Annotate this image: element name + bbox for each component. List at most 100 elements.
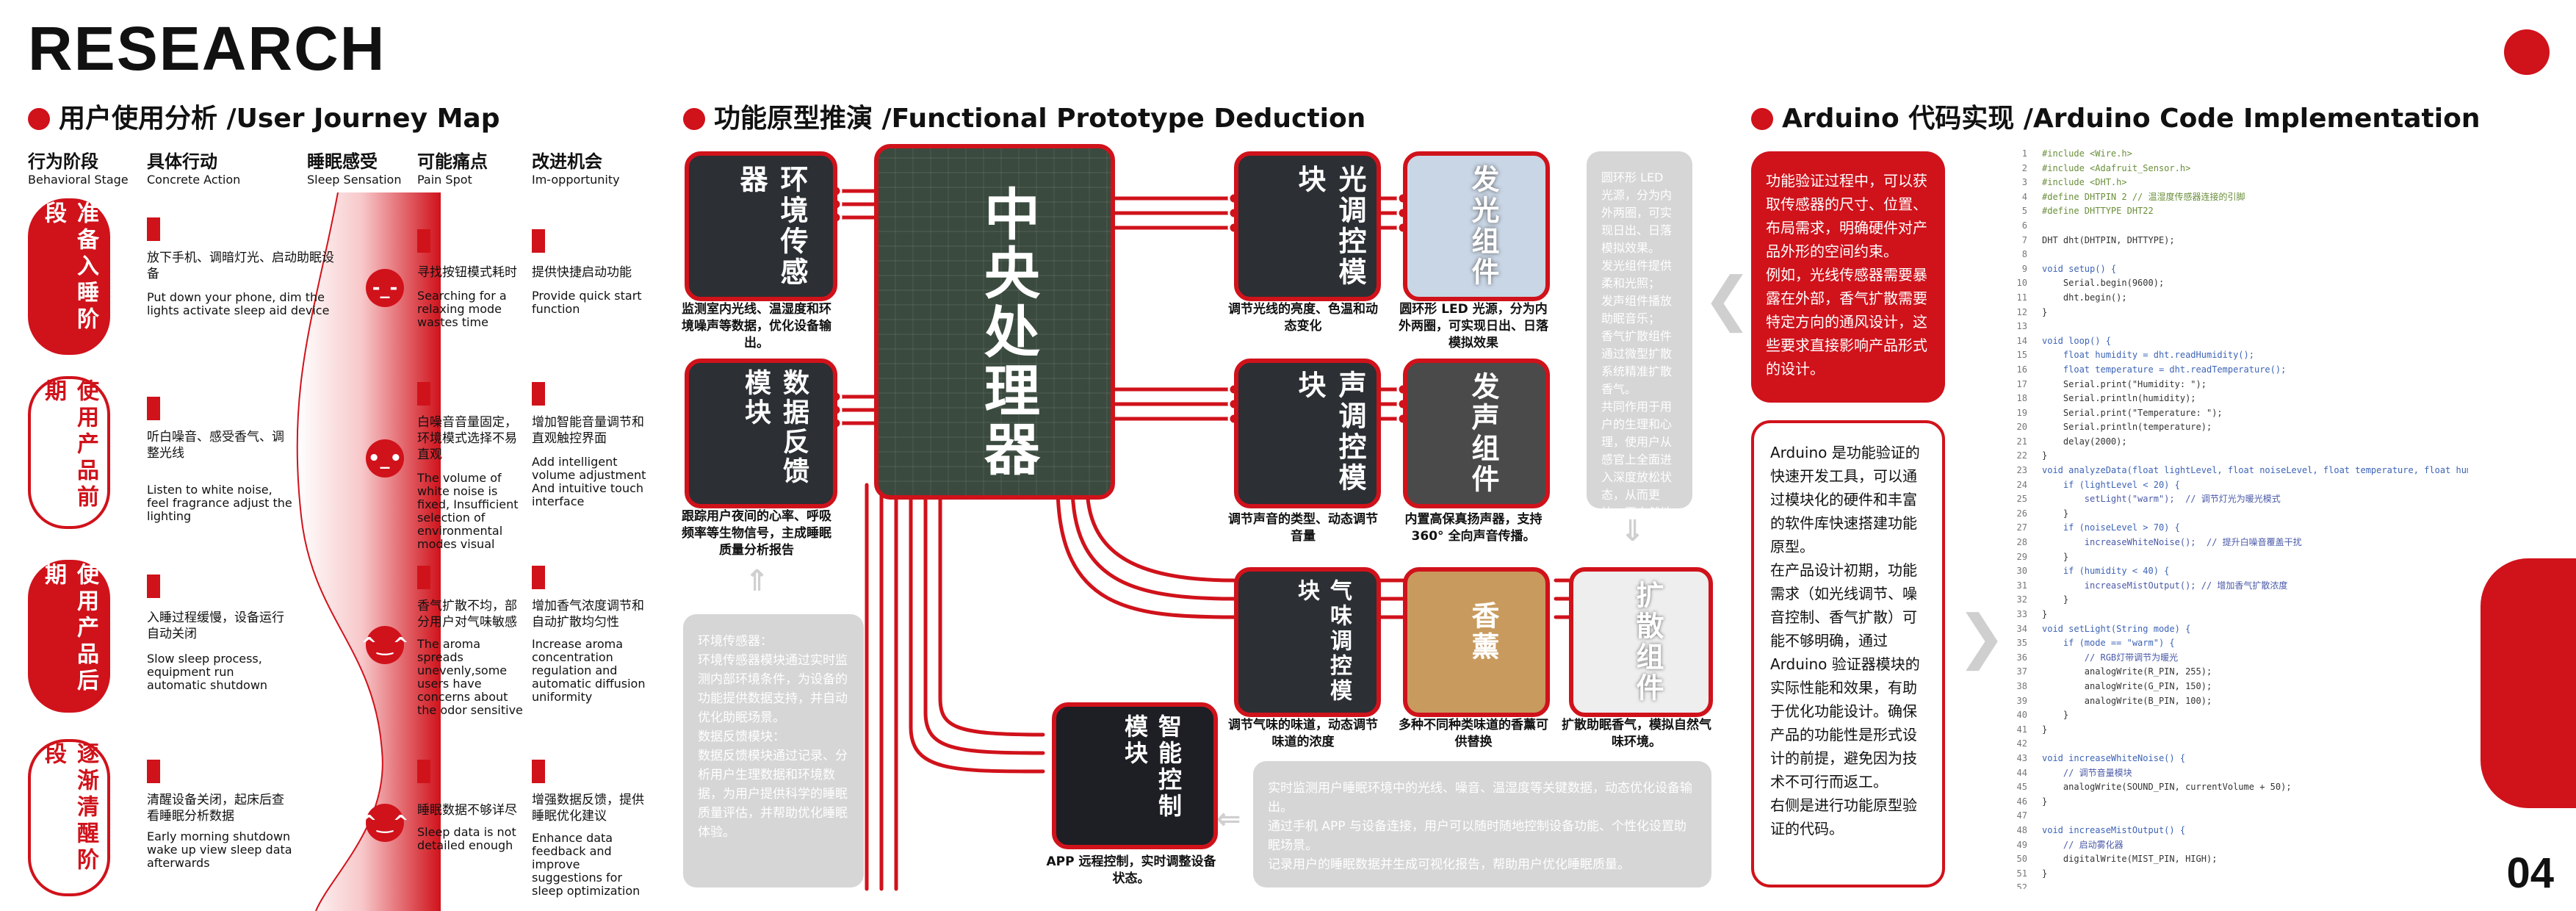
code-text: } — [2042, 508, 2069, 519]
code-text: void setup() { — [2042, 263, 2117, 274]
code-line: 40 } — [1998, 708, 2468, 723]
code-line: 10 Serial.begin(9600); — [1998, 276, 2468, 291]
scent-control-module: 气味调控模块 — [1234, 567, 1381, 717]
light-control-module: 光调控模块 — [1234, 151, 1381, 301]
line-number: 28 — [2016, 537, 2027, 548]
code-line: 45 analogWrite(SOUND_PIN, currentVolume … — [1998, 780, 2468, 795]
stage-wake-up: 逐渐清醒阶段 — [28, 739, 110, 896]
code-text: #define DHTTYPE DHT22 — [2042, 206, 2154, 217]
line-number: 29 — [2016, 551, 2027, 562]
arrow-left-icon: ❮ — [1703, 264, 1753, 333]
diffuser-module: 扩散组件 — [1569, 567, 1713, 717]
code-line: 13 — [1998, 320, 2468, 334]
arrow-left-icon: ⇐ — [1216, 802, 1241, 836]
line-number: 18 — [2016, 393, 2027, 404]
line-number: 39 — [2016, 695, 2027, 706]
line-number: 22 — [2016, 450, 2027, 461]
code-line: 42 — [1998, 737, 2468, 752]
line-number: 8 — [2021, 249, 2027, 260]
code-text: Serial.print("Humidity: "); — [2042, 378, 2207, 389]
line-number: 43 — [2016, 752, 2027, 763]
line-number: 30 — [2016, 566, 2027, 577]
bullet-icon — [1751, 108, 1773, 130]
line-number: 6 — [2021, 220, 2027, 231]
journey-heading: 用户使用分析 /User Journey Map — [28, 97, 500, 135]
action-row-3: 入睡过程缓慢，设备运行自动关闭 Slow sleep process, equi… — [147, 611, 284, 692]
code-text: } — [2042, 450, 2048, 461]
code-line: 44 // 调节音量模块 — [1998, 766, 2468, 781]
bullet-icon — [683, 108, 705, 130]
code-line: 52 — [1998, 881, 2468, 889]
aroma-source-caption: 多种不同种类味道的香薰可供替换 — [1399, 718, 1548, 749]
light-output-caption: 圆环形 LED 光源，分为内外两圈，可实现日出、日落模拟效果 — [1399, 302, 1548, 350]
smart-control-note: 实时监测用户睡眠环境中的光线、噪音、温湿度等关键数据，动态优化设备输出。 通过手… — [1253, 761, 1711, 887]
code-line: 36 // RGB灯带调节为暖光 — [1998, 651, 2468, 666]
line-number: 13 — [2016, 321, 2027, 332]
code-line: 2#include <Adafruit_Sensor.h> — [1998, 162, 2468, 176]
sound-control-caption: 调节声音的类型、动态调节音量 — [1228, 512, 1378, 544]
line-number: 33 — [2016, 609, 2027, 619]
pain-row-4: 睡眠数据不够详尽 Sleep data is not detailed enou… — [417, 803, 517, 852]
code-text: #define DHTPIN 2 // 温湿度传感器连接的引脚 — [2042, 191, 2245, 202]
code-text: analogWrite(G_PIN, 150); — [2042, 680, 2212, 691]
code-line: 33} — [1998, 608, 2468, 622]
line-number: 26 — [2016, 508, 2027, 519]
line-number: 12 — [2016, 306, 2027, 317]
arrow-right-icon: ❯ — [1957, 602, 2007, 671]
line-number: 9 — [2021, 263, 2027, 274]
data-feedback-caption: 跟踪用户夜间的心率、呼吸频率等生物信号，主成睡眠质量分析报告 — [682, 509, 831, 558]
action-row-4: 清醒设备关闭，起床后查看睡眠分析数据 Early morning shutdow… — [147, 793, 292, 870]
line-number: 38 — [2016, 680, 2027, 691]
code-text: increaseMistOutput(); // 增加香气扩散浓度 — [2042, 580, 2288, 591]
page-title: RESEARCH — [28, 14, 386, 83]
code-line: 11 dht.begin(); — [1998, 291, 2468, 306]
code-line: 47 — [1998, 809, 2468, 824]
page-number: 04 — [2506, 849, 2554, 897]
line-number: 46 — [2016, 796, 2027, 807]
opp-row-3: 增加香气浓度调节和自动扩散均匀性 Increase aroma concentr… — [532, 599, 646, 704]
pain-row-1: 寻找按钮模式耗时 Searching for a relaxing mode w… — [417, 265, 517, 329]
code-line: 26 } — [1998, 507, 2468, 522]
code-text: if (lightLevel < 20) { — [2042, 479, 2180, 490]
code-text: } — [2042, 724, 2048, 735]
code-text: #include <DHT.h> — [2042, 177, 2127, 188]
code-line: 28 increaseWhiteNoise(); // 提升白噪音覆盖干扰 — [1998, 536, 2468, 550]
code-text: Serial.println(temperature); — [2042, 422, 2212, 433]
line-number: 25 — [2016, 494, 2027, 505]
code-line: 9 void setup() { — [1998, 262, 2468, 277]
code-line: 1#include <Wire.h> — [1998, 147, 2468, 162]
line-number: 1 — [2021, 148, 2027, 159]
code-line: 51} — [1998, 867, 2468, 882]
line-number: 15 — [2016, 350, 2027, 361]
code-panel: 1#include <Wire.h>2#include <Adafruit_Se… — [1998, 147, 2468, 889]
code-text: analogWrite(SOUND_PIN, currentVolume + 5… — [2042, 782, 2292, 793]
row-marker — [532, 566, 545, 589]
sound-output-caption: 内置高保真扬声器，支持 360° 全向声音传播。 — [1404, 512, 1543, 544]
light-control-caption: 调节光线的亮度、色温和动态变化 — [1228, 302, 1378, 334]
code-line: 12} — [1998, 306, 2468, 320]
line-number: 17 — [2016, 378, 2027, 389]
code-text: increaseWhiteNoise(); // 提升白噪音覆盖干扰 — [2042, 537, 2302, 548]
code-text: } — [2042, 868, 2048, 879]
pain-row-2: 白噪音音量固定，环境模式选择不易直观 The volume of white n… — [417, 415, 519, 551]
line-number: 10 — [2016, 278, 2027, 289]
scent-control-caption: 调节气味的味道，动态调节味道的浓度 — [1228, 718, 1378, 749]
line-number: 35 — [2016, 638, 2027, 649]
code-text: void increaseWhiteNoise() { — [2042, 752, 2186, 763]
code-text: setLight("warm"); // 调节灯光为暖光模式 — [2042, 494, 2281, 505]
code-line: 5#define DHTTYPE DHT22 — [1998, 204, 2468, 219]
code-line: 17 Serial.print("Humidity: "); — [1998, 378, 2468, 392]
line-number: 11 — [2016, 292, 2027, 303]
line-number: 14 — [2016, 335, 2027, 346]
env-sensor-caption: 监测室内光线、温湿度和环境噪声等数据，优化设备输出。 — [682, 302, 831, 350]
code-text: } — [2042, 306, 2048, 317]
code-text: if (humidity < 40) { — [2042, 566, 2170, 577]
line-number: 41 — [2016, 724, 2027, 735]
code-line: 29 } — [1998, 550, 2468, 565]
